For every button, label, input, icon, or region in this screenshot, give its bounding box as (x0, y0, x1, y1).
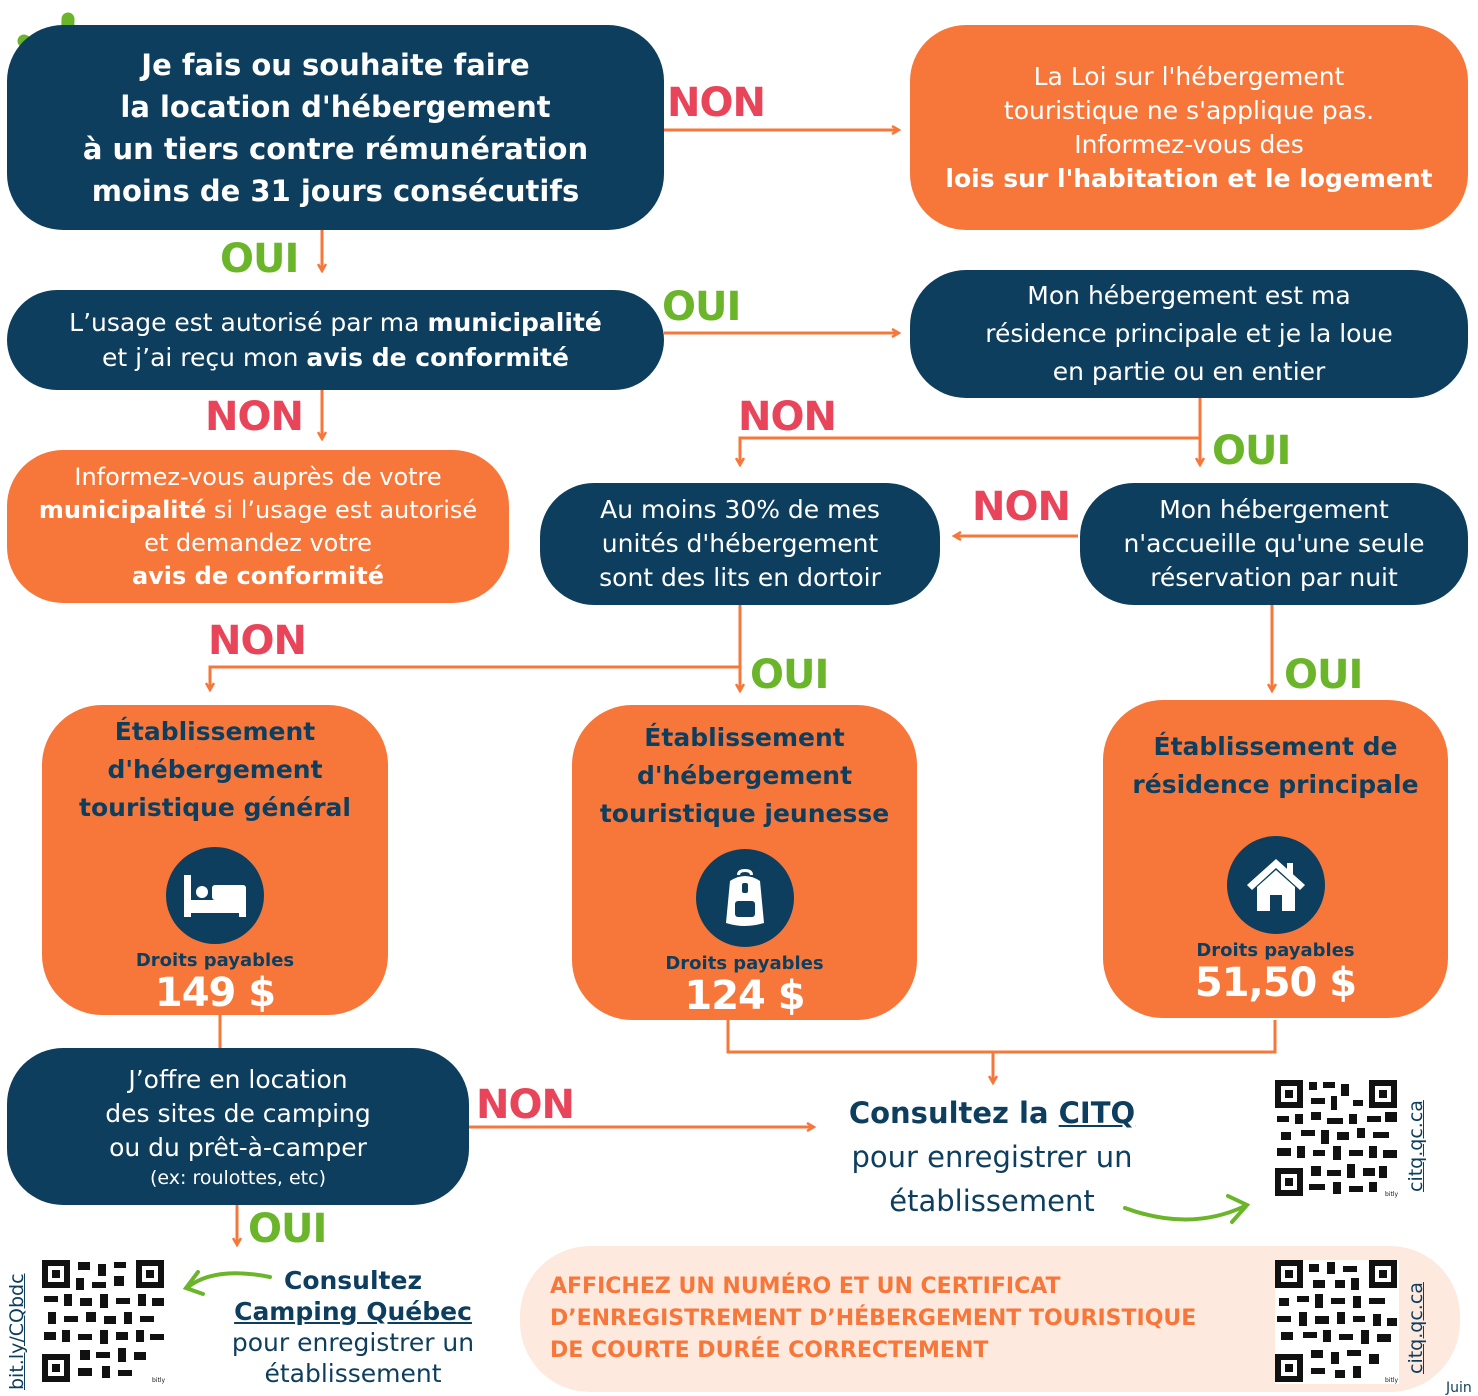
q2-bold: municipalité (427, 308, 602, 337)
res2-fee-label: Droits payables (665, 953, 824, 974)
q2-text: L’usage est autorisé par ma (69, 308, 428, 337)
label-non: NON (738, 394, 837, 440)
citq-pre: Consultez la (848, 1096, 1059, 1130)
footer-date: Juin (1446, 1380, 1472, 1396)
label-non: NON (476, 1082, 575, 1128)
q6-note: (ex: roulottes, etc) (150, 1166, 326, 1189)
q1-line: Je fais ou souhaite faire (141, 47, 530, 82)
question-une-seule-reservation: Mon hébergement n'accueille qu'une seule… (1080, 483, 1468, 605)
label-oui: OUI (1212, 428, 1291, 474)
house-icon (1226, 836, 1325, 934)
qr-caption: bitly (1385, 1191, 1398, 1198)
res3-title: Établissement de (1153, 732, 1398, 761)
r2-line: et demandez votre (144, 528, 372, 557)
qr-code-camping[interactable]: bitly (42, 1260, 166, 1384)
q4-line: Au moins 30% de mes (600, 495, 880, 524)
qr-code-citq[interactable]: bitly (1275, 1080, 1399, 1198)
q5-line: n'accueille qu'une seule (1123, 529, 1425, 558)
res3-title: résidence principale (1132, 770, 1419, 799)
consult-camping-quebec: Consultez Camping Québec pour enregistre… (222, 1262, 484, 1392)
q1-line: la location d'hébergement (120, 89, 551, 124)
green-arrows (182, 1194, 1251, 1296)
res3-fee: 51,50 $ (1194, 960, 1357, 1006)
q6-line: J’offre en location (128, 1064, 348, 1094)
consult-citq: Consultez la CITQ pour enregistrer un ét… (820, 1092, 1164, 1222)
r1-line: Informez-vous des (1074, 129, 1304, 159)
r2-line: Informez-vous auprès de votre (74, 462, 442, 491)
q4-line: unités d'hébergement (601, 529, 879, 558)
label-non: NON (667, 80, 766, 126)
result-etablissement-jeunesse: Établissement d'hébergement touristique … (572, 705, 917, 1020)
result-residence-principale: Établissement de résidence principale Dr… (1103, 700, 1448, 1018)
label-oui: OUI (220, 236, 299, 282)
notice-line: AFFICHEZ UN NUMÉRO ET UN CERTIFICAT (550, 1274, 1061, 1299)
label-non: NON (205, 394, 304, 440)
res2-title: d'hébergement (636, 761, 853, 790)
r1-line: touristique ne s'applique pas. (1003, 95, 1375, 125)
result-etablissement-general: Établissement d'hébergement touristique … (42, 705, 388, 1015)
question-lits-dortoir: Au moins 30% de mes unités d'hébergement… (540, 483, 940, 605)
bed-icon (166, 847, 264, 944)
q2-text: et j’ai reçu mon (102, 343, 307, 372)
res1-title: d'hébergement (107, 755, 323, 784)
res2-title: Établissement (644, 723, 845, 752)
res1-fee: 149 $ (154, 970, 276, 1016)
r1-line: La Loi sur l'hébergement (1033, 61, 1345, 91)
question-residence-principale: Mon hébergement est ma résidence princip… (910, 270, 1468, 398)
q5-line: réservation par nuit (1150, 563, 1398, 592)
r2-bold: municipalité (38, 495, 207, 524)
r2-text: si l’usage est autorisé (206, 495, 478, 524)
q6-line: des sites de camping (105, 1098, 371, 1128)
camping-line: établissement (264, 1359, 442, 1388)
res1-title: Établissement (114, 717, 316, 746)
link-camping-quebec[interactable]: bit.ly/CQbdc (6, 1273, 28, 1390)
link-citq-2[interactable]: citq.qc.ca (1405, 1282, 1427, 1374)
camping-link[interactable]: Camping Québec (234, 1297, 472, 1326)
q2-bold: avis de conformité (306, 343, 569, 372)
r1-line-bold: lois sur l'habitation et le logement (945, 163, 1433, 193)
qr-caption: bitly (1385, 1377, 1398, 1384)
res2-title: touristique jeunesse (599, 799, 890, 828)
res1-title: touristique général (79, 793, 351, 822)
camping-line: pour enregistrer un (231, 1328, 475, 1357)
q4-line: sont des lits en dortoir (599, 563, 881, 592)
q3-line: résidence principale et je la loue (985, 319, 1393, 348)
question-location-tiers: Je fais ou souhaite faire la location d'… (7, 25, 664, 230)
notice-line: DE COURTE DURÉE CORRECTEMENT (550, 1338, 989, 1363)
label-oui: OUI (248, 1206, 327, 1252)
notice-line: D’ENREGISTREMENT D’HÉBERGEMENT TOURISTIQ… (550, 1306, 1197, 1331)
result-loi-ne-s-applique-pas: La Loi sur l'hébergement touristique ne … (910, 25, 1468, 230)
camping-line: Consultez (283, 1266, 423, 1295)
q1-line: à un tiers contre rémunération (82, 131, 589, 166)
question-camping: J’offre en location des sites de camping… (7, 1048, 469, 1205)
res1-fee-label: Droits payables (135, 950, 295, 971)
res2-fee: 124 $ (684, 973, 805, 1019)
label-oui: OUI (1284, 652, 1363, 698)
res3-fee-label: Droits payables (1196, 940, 1355, 961)
q6-line: ou du prêt-à-camper (109, 1132, 367, 1162)
qr-code-citq-2[interactable]: bitly (1275, 1260, 1399, 1384)
q3-line: Mon hébergement est ma (1027, 281, 1351, 310)
result-informez-municipalite: Informez-vous auprès de votre municipali… (7, 450, 509, 603)
label-oui: OUI (662, 284, 741, 330)
r2-bold: avis de conformité (131, 561, 385, 590)
label-non: NON (208, 618, 307, 664)
citq-link[interactable]: CITQ (1058, 1096, 1136, 1130)
link-citq[interactable]: citq.qc.ca (1405, 1100, 1427, 1192)
q5-line: Mon hébergement (1159, 495, 1389, 524)
citq-line: établissement (889, 1184, 1095, 1218)
q1-line: moins de 31 jours consécutifs (91, 173, 580, 208)
citq-line: pour enregistrer un (851, 1140, 1133, 1174)
q3-line: en partie ou en entier (1052, 357, 1326, 386)
label-oui: OUI (750, 652, 829, 698)
question-usage-autorise: L’usage est autorisé par ma municipalité… (7, 290, 664, 390)
qr-caption: bitly (152, 1377, 165, 1384)
label-non: NON (972, 484, 1071, 530)
backpack-icon (695, 849, 794, 947)
